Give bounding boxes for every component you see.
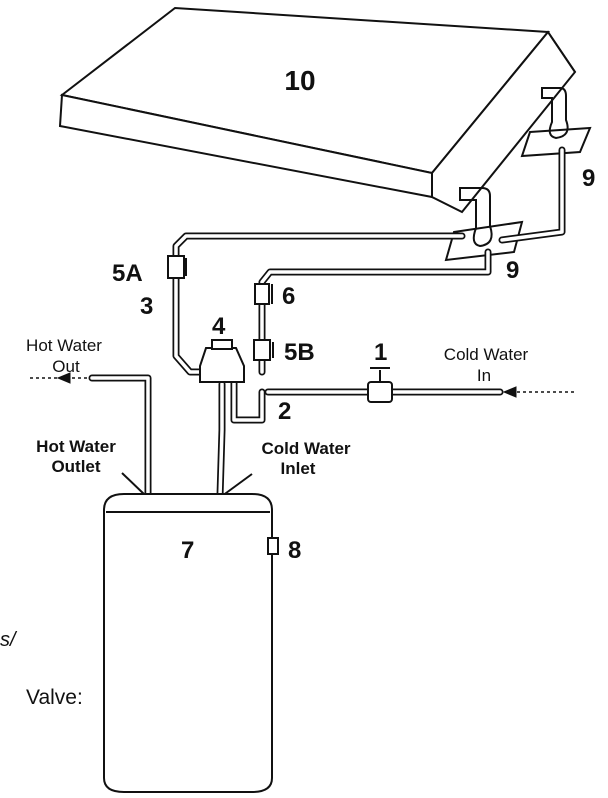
pipe-bypass xyxy=(230,376,266,424)
label-tank: 7 xyxy=(181,537,194,564)
cold-water-in-line2: In xyxy=(477,366,491,385)
hot-water-out-line2: Out xyxy=(52,357,80,376)
label-mixing-valve: 4 xyxy=(212,313,226,340)
storage-tank xyxy=(103,493,279,793)
label-valve-5b: 5B xyxy=(284,339,315,366)
cold-water-inlet-line2: Inlet xyxy=(281,459,316,478)
valve-6-body xyxy=(254,283,270,305)
label-valve-6: 6 xyxy=(282,283,295,310)
hot-water-outlet-line2: Outlet xyxy=(51,457,100,476)
label-drain-valve: 8 xyxy=(288,537,301,564)
arrow-left-icon xyxy=(56,372,71,384)
label-tee-2: 2 xyxy=(278,398,291,425)
flow-arrows xyxy=(30,372,575,497)
shutoff-valve-body xyxy=(367,381,393,403)
label-shutoff-valve: 1 xyxy=(374,339,387,366)
piping xyxy=(88,146,566,500)
label-mount-lower: 9 xyxy=(506,257,519,284)
valve-5a xyxy=(167,255,187,279)
mount-plate-upper xyxy=(520,126,592,158)
leader-cold-inlet xyxy=(221,473,253,497)
arrow-left-icon xyxy=(502,386,517,398)
collector-side-face xyxy=(431,30,577,214)
label-pipe-3: 3 xyxy=(140,293,153,320)
roof-mount-lower xyxy=(444,187,524,262)
pipe-fitting-lower xyxy=(459,187,493,248)
valve-5b xyxy=(253,339,274,361)
pipe-fitting-upper xyxy=(541,87,569,140)
cut-text-1: s/ xyxy=(0,629,18,651)
drain-valve-body xyxy=(267,537,279,555)
valve-5b-body xyxy=(253,339,271,361)
shutoff-valve xyxy=(367,367,393,403)
valve-5a-body xyxy=(167,255,185,279)
mixing-valve-body xyxy=(199,347,245,383)
hot-water-out-line1: Hot Water xyxy=(26,336,102,355)
mount-plate-lower xyxy=(444,220,524,262)
hot-water-outlet-line1: Hot Water xyxy=(36,437,116,456)
cold-water-in-line1: Cold Water xyxy=(444,345,529,364)
cut-text-2: Valve: xyxy=(26,686,83,709)
mixing-valve xyxy=(199,339,245,383)
roof-mount-upper xyxy=(520,87,592,158)
cold-water-inlet-line1: Cold Water xyxy=(261,439,350,458)
leader-hot-outlet xyxy=(121,472,147,497)
tank-body xyxy=(103,493,273,793)
label-collector: 10 xyxy=(284,65,315,96)
collector-edge xyxy=(547,31,576,73)
label-mount-upper: 9 xyxy=(582,165,595,192)
valve-6 xyxy=(254,283,273,305)
solar-collector-panel xyxy=(58,6,577,214)
label-valve-5a: 5A xyxy=(112,260,143,287)
